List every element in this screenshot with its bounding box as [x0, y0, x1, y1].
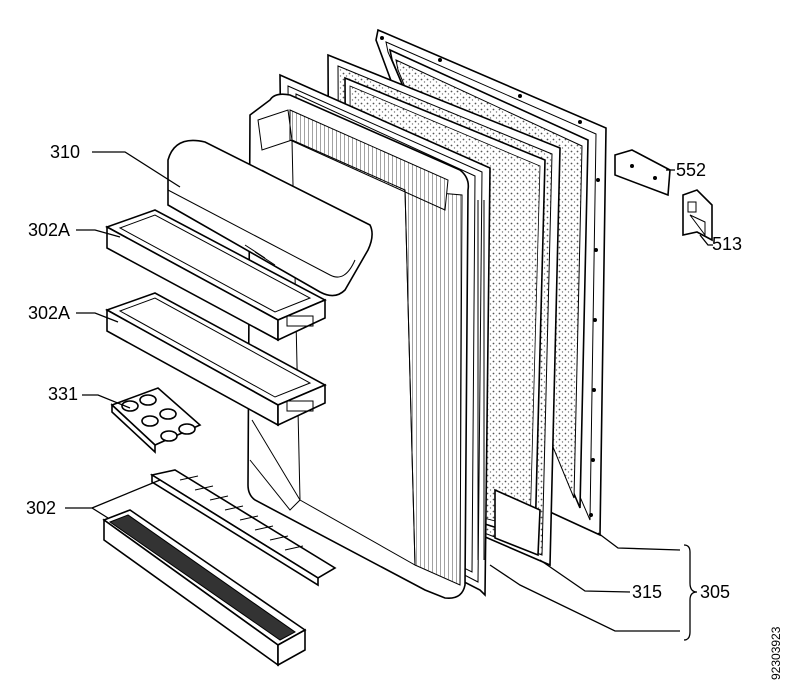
inner-door-liner	[247, 93, 470, 600]
label-305: 305	[700, 582, 730, 602]
drawing-number: 92303923	[769, 626, 783, 680]
label-331: 331	[48, 384, 78, 404]
hinge-plate-552	[614, 149, 671, 197]
leader-lines	[65, 151, 713, 641]
label-315: 315	[632, 582, 662, 602]
label-552: 552	[676, 160, 706, 180]
hinge-bracket-513	[682, 189, 713, 242]
door-shelf-302a-top	[105, 209, 327, 342]
label-302a-top: 302A	[28, 220, 70, 240]
label-310: 310	[50, 142, 80, 162]
egg-tray-331	[110, 387, 202, 454]
bottle-shelf-302	[102, 509, 307, 667]
shelf-cover-310	[167, 139, 373, 297]
label-302: 302	[26, 498, 56, 518]
label-302a-bottom: 302A	[28, 303, 70, 323]
door-shelf-302a-bottom	[105, 292, 327, 427]
label-513: 513	[712, 234, 742, 254]
bottle-rack	[149, 469, 337, 587]
